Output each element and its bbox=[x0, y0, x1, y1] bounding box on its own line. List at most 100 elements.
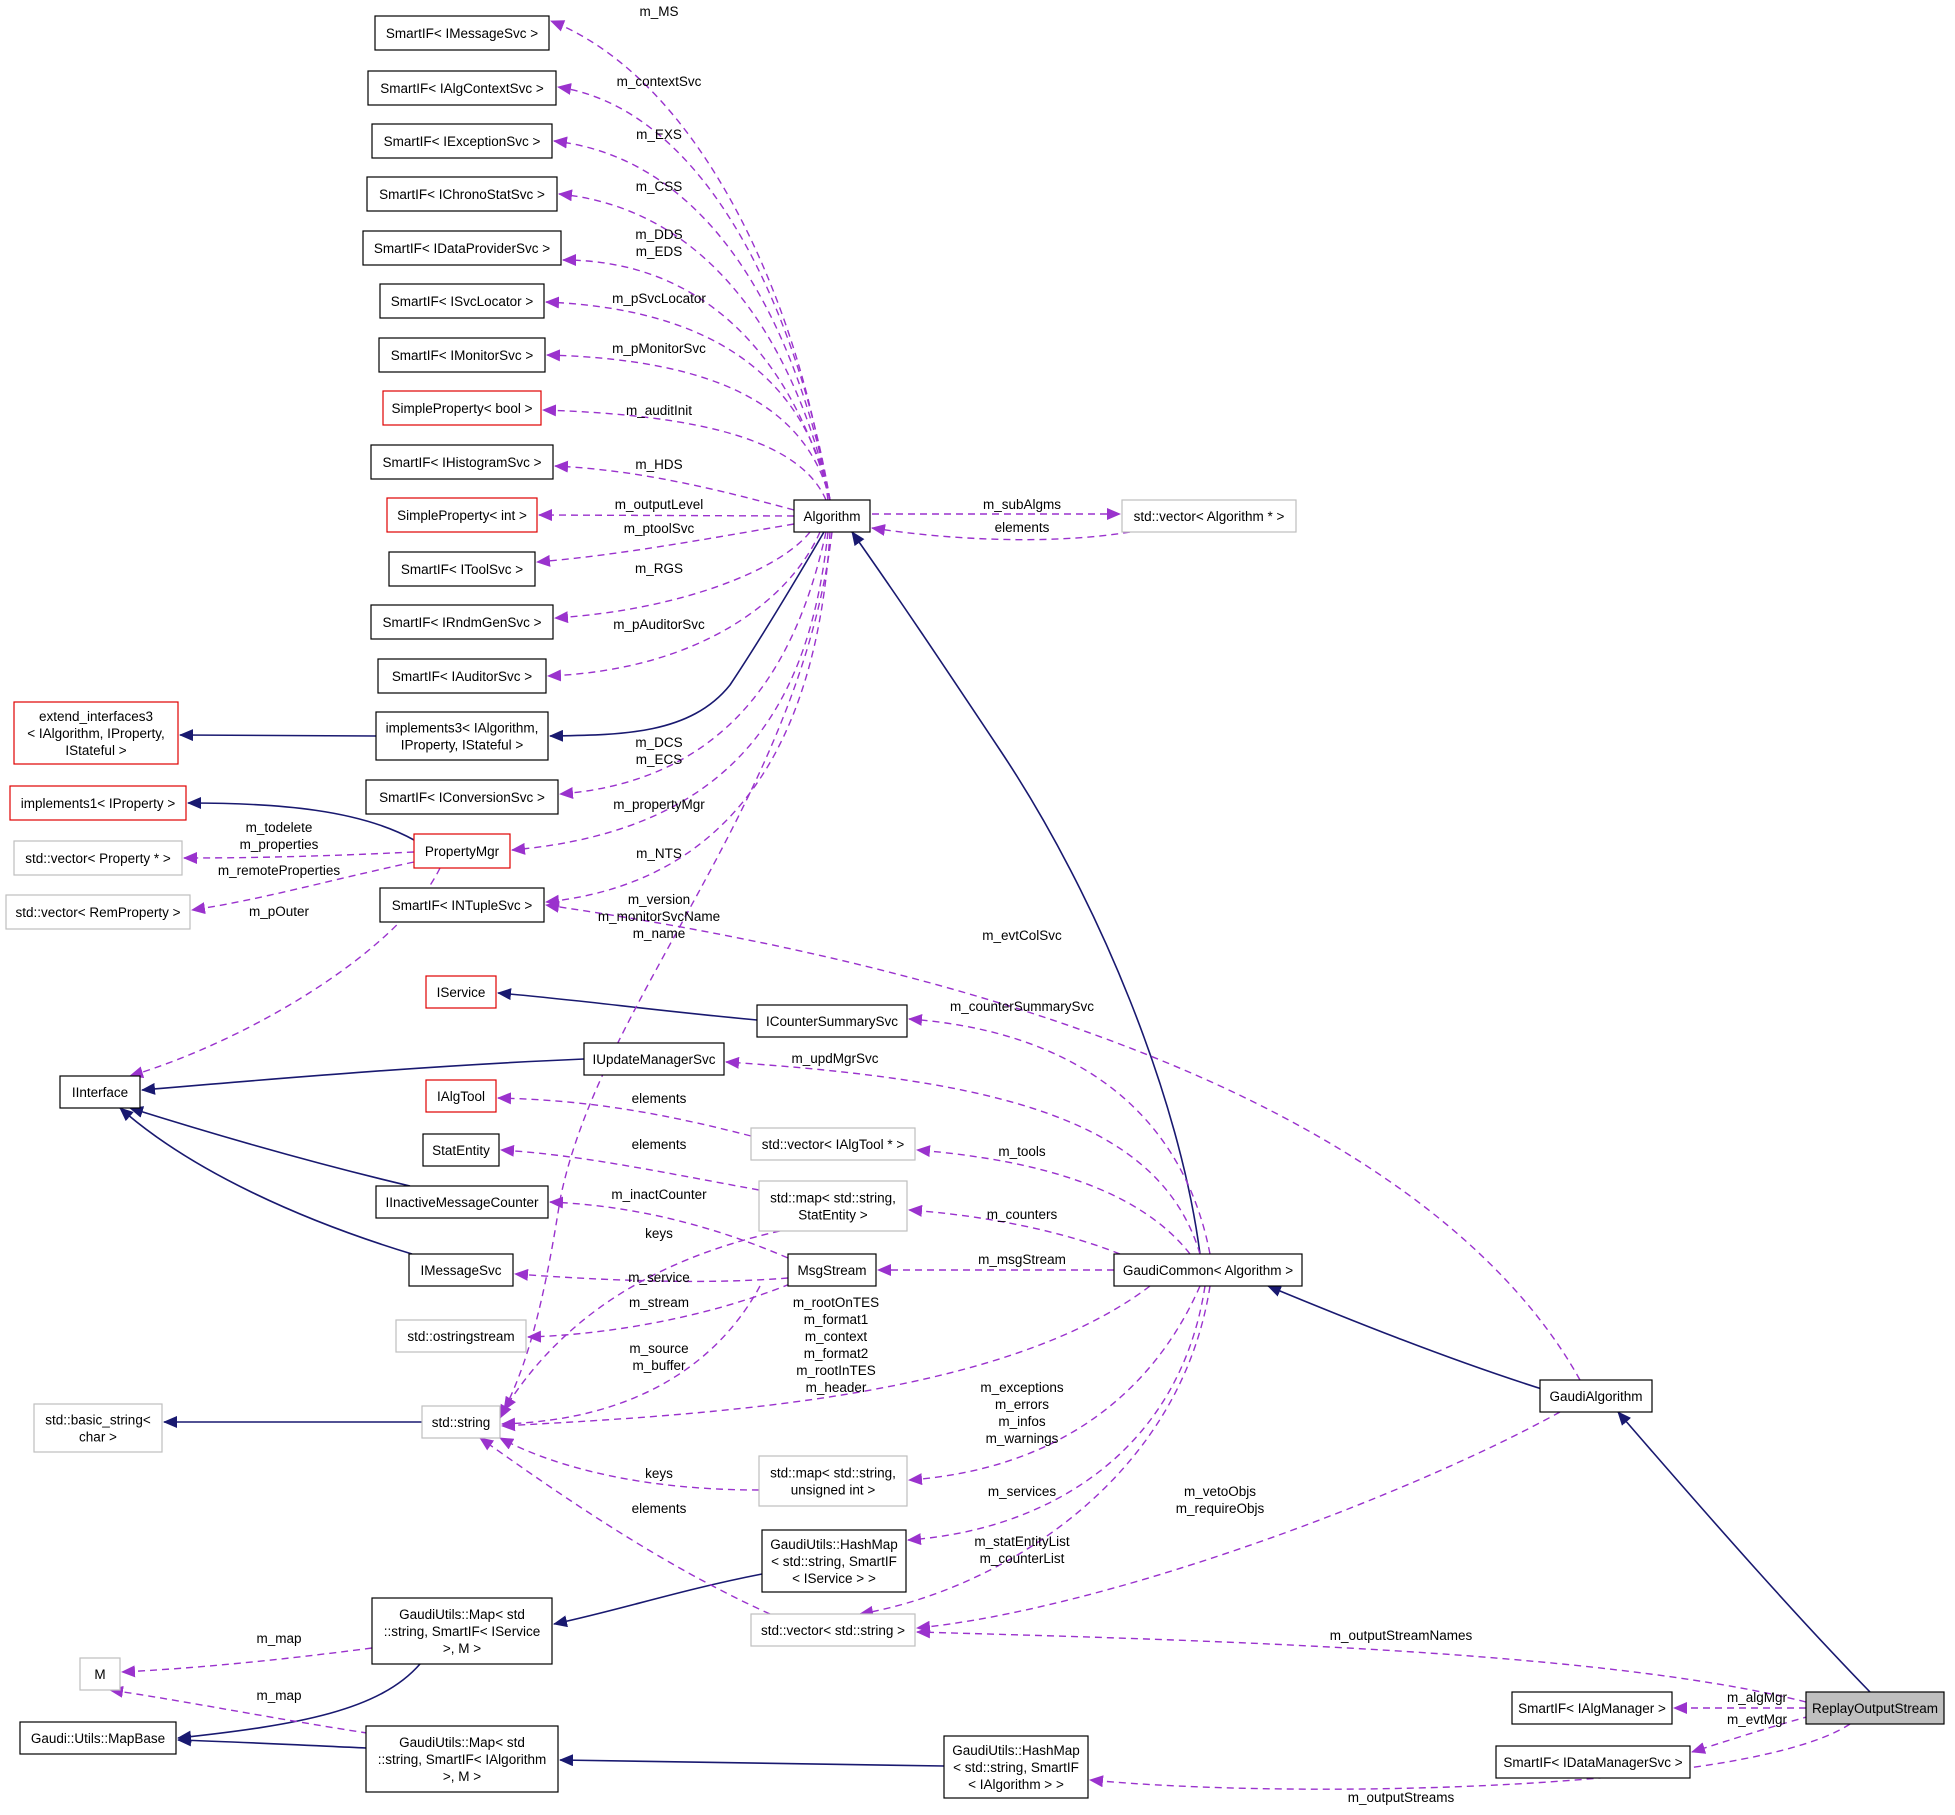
class-node-label: IMessageSvc bbox=[420, 1263, 501, 1278]
edge-label-m-evtmgr: m_evtMgr bbox=[1727, 1712, 1788, 1727]
edge-label-m-service: m_service bbox=[628, 1270, 690, 1285]
class-node-box bbox=[1495, 1745, 1691, 1779]
edge-label-line: m_context bbox=[805, 1329, 868, 1344]
class-node-iinterface[interactable]: IInterface bbox=[59, 1075, 141, 1109]
class-node-box bbox=[758, 1180, 908, 1232]
edge-label-line: elements bbox=[632, 1091, 687, 1106]
class-node-vec-algorithm[interactable]: std::vector< Algorithm * > bbox=[1121, 499, 1297, 533]
class-node-map-statentity[interactable]: std::map< std::string,StatEntity > bbox=[758, 1180, 908, 1232]
class-node-m-node[interactable]: M bbox=[79, 1657, 121, 1691]
class-node-implements3[interactable]: implements3< IAlgorithm,IProperty, IStat… bbox=[375, 711, 549, 761]
class-node-label: M bbox=[94, 1667, 105, 1682]
usage-edge-map_iservice-to-m_node bbox=[121, 1647, 373, 1678]
class-node-hashmap-iservice[interactable]: GaudiUtils::HashMap< std::string, SmartI… bbox=[761, 1529, 907, 1593]
usage-edge-algorithm-to-propertymgr bbox=[511, 531, 829, 855]
class-node-replayoutputstream[interactable]: ReplayOutputStream bbox=[1805, 1691, 1945, 1725]
class-node-msgstream[interactable]: MsgStream bbox=[787, 1253, 877, 1287]
class-node-icountersummarysvc[interactable]: ICounterSummarySvc bbox=[756, 1004, 908, 1038]
class-node-vec-remproperty[interactable]: std::vector< RemProperty > bbox=[5, 894, 191, 930]
class-node-smartif-dataprov[interactable]: SmartIF< IDataProviderSvc > bbox=[362, 230, 562, 266]
class-node-smartif-tool[interactable]: SmartIF< IToolSvc > bbox=[388, 551, 536, 587]
class-node-box bbox=[425, 1079, 497, 1113]
edge-label-m-pauditorsvc: m_pAuditorSvc bbox=[613, 617, 705, 632]
class-node-map-ialgorithm[interactable]: GaudiUtils::Map< std::string, SmartIF< I… bbox=[365, 1725, 559, 1793]
usage-edge-algorithm-to-smartif_conv bbox=[559, 531, 827, 799]
class-node-map-uint[interactable]: std::map< std::string,unsigned int > bbox=[758, 1455, 908, 1507]
usage-edge-msgstream-to-iinactivemessagecounter bbox=[549, 1196, 789, 1259]
edge-label-line: m_properties bbox=[240, 837, 319, 852]
class-node-box bbox=[378, 337, 546, 373]
class-node-imessagesvc[interactable]: IMessageSvc bbox=[408, 1253, 514, 1287]
edge-label-line: m_format1 bbox=[804, 1312, 869, 1327]
class-node-basic-string[interactable]: std::basic_string<char > bbox=[33, 1403, 163, 1453]
class-node-box bbox=[13, 840, 183, 876]
class-node-statentity[interactable]: StatEntity bbox=[422, 1133, 500, 1167]
class-node-smartif-hist[interactable]: SmartIF< IHistogramSvc > bbox=[370, 444, 554, 480]
class-node-label: std::vector< RemProperty > bbox=[15, 905, 180, 920]
class-node-label: SmartIF< IAlgContextSvc > bbox=[380, 81, 544, 96]
class-node-smartif-algmgr[interactable]: SmartIF< IAlgManager > bbox=[1511, 1691, 1673, 1725]
edge-label-line: m_service bbox=[628, 1270, 690, 1285]
class-node-smartif-ntuple[interactable]: SmartIF< INTupleSvc > bbox=[379, 887, 545, 923]
class-node-mapbase[interactable]: Gaudi::Utils::MapBase bbox=[19, 1721, 177, 1755]
class-node-box bbox=[374, 15, 550, 51]
class-node-box bbox=[375, 1185, 549, 1219]
edge-label-line: m_ptoolSvc bbox=[624, 521, 695, 536]
class-node-label: SmartIF< IConversionSvc > bbox=[379, 790, 545, 805]
class-node-label: SmartIF< IMonitorSvc > bbox=[391, 348, 534, 363]
class-node-label: IAlgTool bbox=[437, 1089, 485, 1104]
class-node-propertymgr[interactable]: PropertyMgr bbox=[413, 833, 511, 869]
class-node-std-string[interactable]: std::string bbox=[421, 1405, 501, 1439]
class-node-box bbox=[750, 1613, 916, 1647]
usage-edge-map_ialgorithm-to-m_node bbox=[109, 1685, 381, 1736]
class-node-simpleprop-bool[interactable]: SimpleProperty< bool > bbox=[382, 390, 542, 426]
class-node-smartif-conv[interactable]: SmartIF< IConversionSvc > bbox=[365, 779, 559, 815]
class-node-iinactivemessagecounter[interactable]: IInactiveMessageCounter bbox=[375, 1185, 549, 1219]
edge-label-line: m_monitorSvcName bbox=[598, 909, 720, 924]
edge-label-m-evtcolsvc: m_evtColSvc bbox=[982, 928, 1062, 943]
class-node-box bbox=[365, 779, 559, 815]
edge-label-line: m_MS bbox=[639, 4, 678, 19]
class-node-smartif-monitor[interactable]: SmartIF< IMonitorSvc > bbox=[378, 337, 546, 373]
class-node-algorithm[interactable]: Algorithm bbox=[793, 499, 871, 533]
class-node-label: std::string bbox=[432, 1415, 491, 1430]
edge-label-line: m_outputStreamNames bbox=[1330, 1628, 1473, 1643]
edge-label-m-counters: m_counters bbox=[987, 1207, 1058, 1222]
class-node-vec-string[interactable]: std::vector< std::string > bbox=[750, 1613, 916, 1647]
class-node-simpleprop-int[interactable]: SimpleProperty< int > bbox=[386, 497, 538, 533]
edge-label-m-contextsvc: m_contextSvc bbox=[617, 74, 702, 89]
class-node-hashmap-ialgorithm[interactable]: GaudiUtils::HashMap< std::string, SmartI… bbox=[943, 1735, 1089, 1799]
class-node-implements1[interactable]: implements1< IProperty > bbox=[9, 785, 187, 821]
class-node-ialgtool[interactable]: IAlgTool bbox=[425, 1079, 497, 1113]
class-node-smartif-msg[interactable]: SmartIF< IMessageSvc > bbox=[374, 15, 550, 51]
class-node-box bbox=[379, 887, 545, 923]
class-node-iupdatemanagersvc[interactable]: IUpdateManagerSvc bbox=[583, 1042, 725, 1076]
class-node-ostringstream[interactable]: std::ostringstream bbox=[395, 1319, 527, 1353]
edge-label-line: m_auditInit bbox=[626, 403, 692, 418]
class-node-map-iservice[interactable]: GaudiUtils::Map< std::string, SmartIF< I… bbox=[371, 1597, 553, 1665]
edge-label-m-outputlevel: m_outputLevel bbox=[615, 497, 704, 512]
class-node-vec-property[interactable]: std::vector< Property * > bbox=[13, 840, 183, 876]
inheritance-edge-algorithm-to-implements3 bbox=[549, 531, 825, 742]
class-node-smartif-svcloc[interactable]: SmartIF< ISvcLocator > bbox=[379, 283, 545, 319]
class-node-smartif-algctx[interactable]: SmartIF< IAlgContextSvc > bbox=[367, 70, 557, 106]
class-node-label: SmartIF< IDataProviderSvc > bbox=[374, 241, 550, 256]
class-node-iservice[interactable]: IService bbox=[425, 975, 497, 1009]
edge-label-line: elements bbox=[995, 520, 1050, 535]
class-node-vec-ialgtool[interactable]: std::vector< IAlgTool * > bbox=[750, 1127, 916, 1161]
class-node-smartif-rndm[interactable]: SmartIF< IRndmGenSvc > bbox=[370, 604, 554, 640]
class-node-smartif-chrono[interactable]: SmartIF< IChronoStatSvc > bbox=[366, 176, 558, 212]
class-node-gaudicommon[interactable]: GaudiCommon< Algorithm > bbox=[1113, 1253, 1303, 1287]
usage-edge-algorithm-to-smartif_monitor bbox=[546, 349, 831, 501]
class-node-label: SmartIF< IDataManagerSvc > bbox=[1503, 1755, 1682, 1770]
class-node-extend-interfaces3[interactable]: extend_interfaces3< IAlgorithm, IPropert… bbox=[13, 701, 179, 765]
class-node-smartif-auditor[interactable]: SmartIF< IAuditorSvc > bbox=[377, 658, 547, 694]
class-node-gaudialgorithm[interactable]: GaudiAlgorithm bbox=[1539, 1379, 1653, 1413]
class-node-smartif-datamgr[interactable]: SmartIF< IDataManagerSvc > bbox=[1495, 1745, 1691, 1779]
edges-layer bbox=[109, 20, 1871, 1790]
edge-label-line: m_inactCounter bbox=[611, 1187, 707, 1202]
class-node-smartif-exc[interactable]: SmartIF< IExceptionSvc > bbox=[371, 123, 553, 159]
class-node-box bbox=[421, 1405, 501, 1439]
